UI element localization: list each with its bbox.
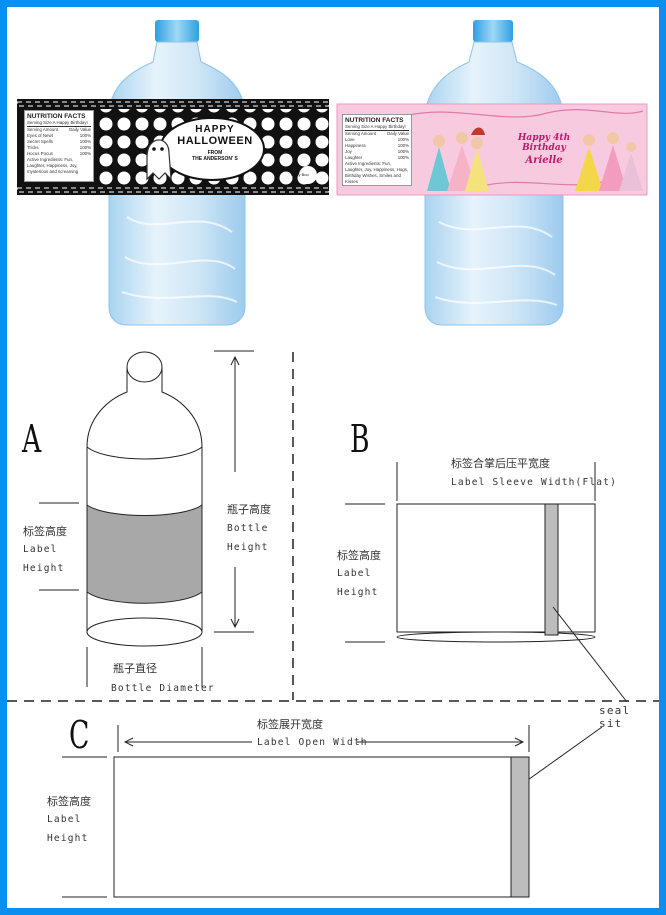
row-name: Laughter	[345, 155, 363, 160]
birthday-nutrition-title: NUTRITION FACTS	[345, 117, 404, 124]
b-width-en: Label Sleeve Width(Flat)	[451, 477, 618, 488]
section-letter-c: C	[69, 713, 90, 757]
arrow-right-icon	[514, 737, 525, 747]
birthday-nutrition-row: Laughter 100%	[345, 155, 409, 161]
birthday-nutrition-row: Love 100%	[345, 137, 409, 143]
c-label-height-en-1: Label	[47, 814, 82, 825]
a-label-height-en-2: Height	[23, 563, 65, 574]
b-width-cn: 标签合掌后压平宽度	[451, 457, 550, 470]
b-label-height-en-1: Label	[337, 568, 372, 579]
a-bottle-height-cn: 瓶子高度	[227, 503, 271, 516]
a-label-height-cn: 标签高度	[23, 525, 67, 538]
birthday-serving-size: Serving Size A Happy Birthday!	[345, 124, 409, 131]
bottle-label-band	[86, 504, 203, 604]
b-label-height-cn: 标签高度	[337, 549, 381, 562]
a-bottle-height-en-1: Bottle	[227, 523, 269, 534]
diagram-canvas: NUTRITION FACTS Serving Size A Happy Bir…	[7, 7, 659, 908]
a-diameter-cn: 瓶子直径	[113, 662, 157, 675]
row-value: 100%	[397, 137, 409, 142]
a-diameter-en: Bottle Diameter	[111, 683, 215, 694]
halloween-serving-size: Serving Size A Happy Birthday!	[27, 120, 91, 127]
seal-pointer-c	[524, 726, 603, 783]
c-label-height-en-2: Height	[47, 833, 89, 844]
halloween-nutrition-box: NUTRITION FACTS Serving Size A Happy Bir…	[24, 110, 94, 182]
row-name: Secret Spells	[27, 139, 53, 144]
birthday-name: Arielle	[525, 155, 563, 166]
birthday-serving-amount: Serving Amount	[345, 131, 376, 136]
c-width-cn: 标签展开宽度	[257, 718, 323, 731]
halloween-corner-text: Tricky Boo	[290, 172, 309, 177]
birthday-title-block: Happy 4th Birthday Arielle	[499, 133, 589, 166]
row-name: Joy	[345, 149, 352, 154]
arrow-up-icon	[230, 355, 240, 366]
arrow-left-icon	[123, 737, 134, 747]
halloween-nutrition-row: Hocus Pocus 100%	[27, 151, 91, 157]
a-label-height-en-1: Label	[23, 544, 58, 555]
birthday-nutrition-row: Joy 100%	[345, 149, 409, 155]
birthday-ingredients: Active Ingredients: Fun, Laughter, Joy, …	[345, 161, 409, 184]
halloween-nutrition-header: Serving Amount Daily Value	[27, 127, 91, 133]
row-value: 100%	[79, 133, 91, 138]
seal-label: seal sit	[599, 704, 631, 730]
open-label-seal-strip	[510, 756, 530, 898]
princess-figures-left	[427, 127, 489, 191]
halloween-ingredients: Active Ingredients: Fun, Laughter, Happi…	[27, 157, 79, 174]
halloween-happy: HAPPY	[195, 124, 235, 135]
c-width-en: Label Open Width	[257, 737, 368, 748]
row-name: Tricks	[27, 145, 39, 150]
sleeve-bottom-curve	[396, 631, 596, 643]
c-label-height-cn: 标签高度	[47, 795, 91, 808]
open-label-rectangle	[113, 756, 530, 898]
sleeve-seal-strip	[544, 503, 559, 636]
b-label-height-en-2: Height	[337, 587, 379, 598]
row-name: Happiness	[345, 143, 366, 148]
row-value: 100%	[79, 145, 91, 150]
birthday-nutrition-row: Happiness 100%	[345, 143, 409, 149]
row-name: Eyes of Newt	[27, 133, 53, 138]
halloween-nutrition-row: Secret Spells 100%	[27, 139, 91, 145]
halloween-serving-amount: Serving Amount	[27, 127, 58, 132]
halloween-nutrition-row: Tricks 100%	[27, 145, 91, 151]
halloween-nutrition-title: NUTRITION FACTS	[27, 113, 86, 120]
section-letter-b: B	[350, 417, 370, 461]
birthday-greeting: Happy 4th Birthday	[517, 133, 571, 153]
princess-figures-right	[575, 132, 643, 191]
diagram-lines	[7, 350, 659, 898]
birthday-nutrition-box: NUTRITION FACTS Serving Size A Happy Bir…	[342, 114, 412, 186]
row-value: 100%	[397, 155, 409, 160]
section-letter-a: A	[22, 417, 42, 461]
row-name: Hocus Pocus	[27, 151, 53, 156]
halloween-word: HALLOWEEN	[177, 135, 253, 147]
halloween-title-block: HAPPY HALLOWEEN FROM THE ANDERSON' S	[175, 124, 255, 162]
arrow-down-icon	[230, 618, 240, 629]
halloween-nutrition-row: Eyes of Newt 100%	[27, 133, 91, 139]
birthday-daily-value: Daily Value	[387, 131, 409, 136]
row-value: 100%	[79, 151, 91, 156]
a-bottle-height-en-2: Height	[227, 542, 269, 553]
row-value: 100%	[79, 139, 91, 144]
row-value: 100%	[397, 143, 409, 148]
halloween-daily-value: Daily Value	[69, 127, 91, 132]
row-name: Love	[345, 137, 355, 142]
halloween-family: THE ANDERSON' S	[192, 156, 238, 162]
sleeve-rectangle	[396, 503, 596, 633]
seal-pointer-b	[552, 606, 628, 703]
halloween-from: FROM	[207, 150, 223, 156]
row-value: 100%	[397, 149, 409, 154]
birthday-nutrition-header: Serving Amount Daily Value	[345, 131, 409, 137]
